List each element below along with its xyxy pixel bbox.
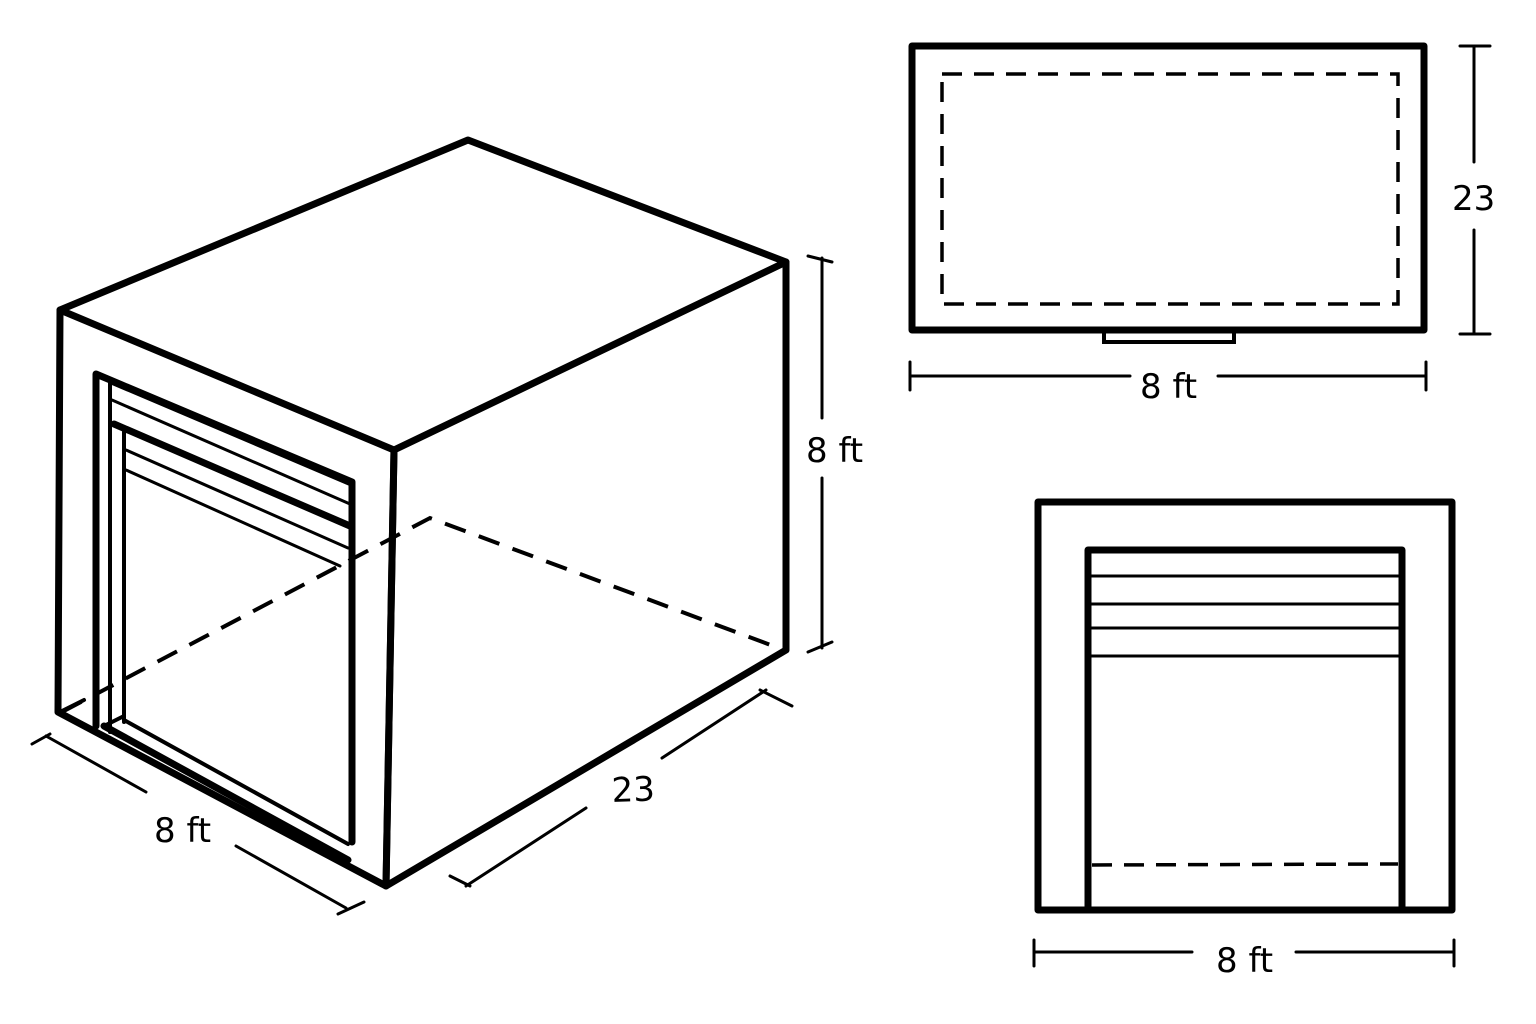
hidden-floor-edges: [61, 515, 785, 714]
side-face: [382, 258, 790, 890]
door-threshold: [1102, 330, 1236, 344]
top-depth-label: 23: [1452, 179, 1495, 219]
isometric-depth-label: 23: [611, 770, 656, 811]
front-outline: [1034, 498, 1456, 914]
front-view: 8 ft: [1032, 498, 1456, 981]
top-width-label: 8 ft: [1140, 367, 1197, 407]
isometric-view: 8 ft 23 8 ft: [30, 136, 863, 916]
isometric-width-label: 8 ft: [154, 811, 211, 851]
isometric-height-label: 8 ft: [806, 431, 863, 471]
front-width-label: 8 ft: [1216, 941, 1273, 981]
top-outline: [908, 42, 1428, 334]
front-hidden-floor: [1091, 862, 1399, 867]
door-frame: [92, 370, 356, 846]
door-top-rail: [110, 420, 354, 530]
front-door-frame: [1084, 546, 1406, 914]
top-view: 8 ft 23: [908, 42, 1495, 407]
top-inner-hidden: [940, 72, 1400, 306]
